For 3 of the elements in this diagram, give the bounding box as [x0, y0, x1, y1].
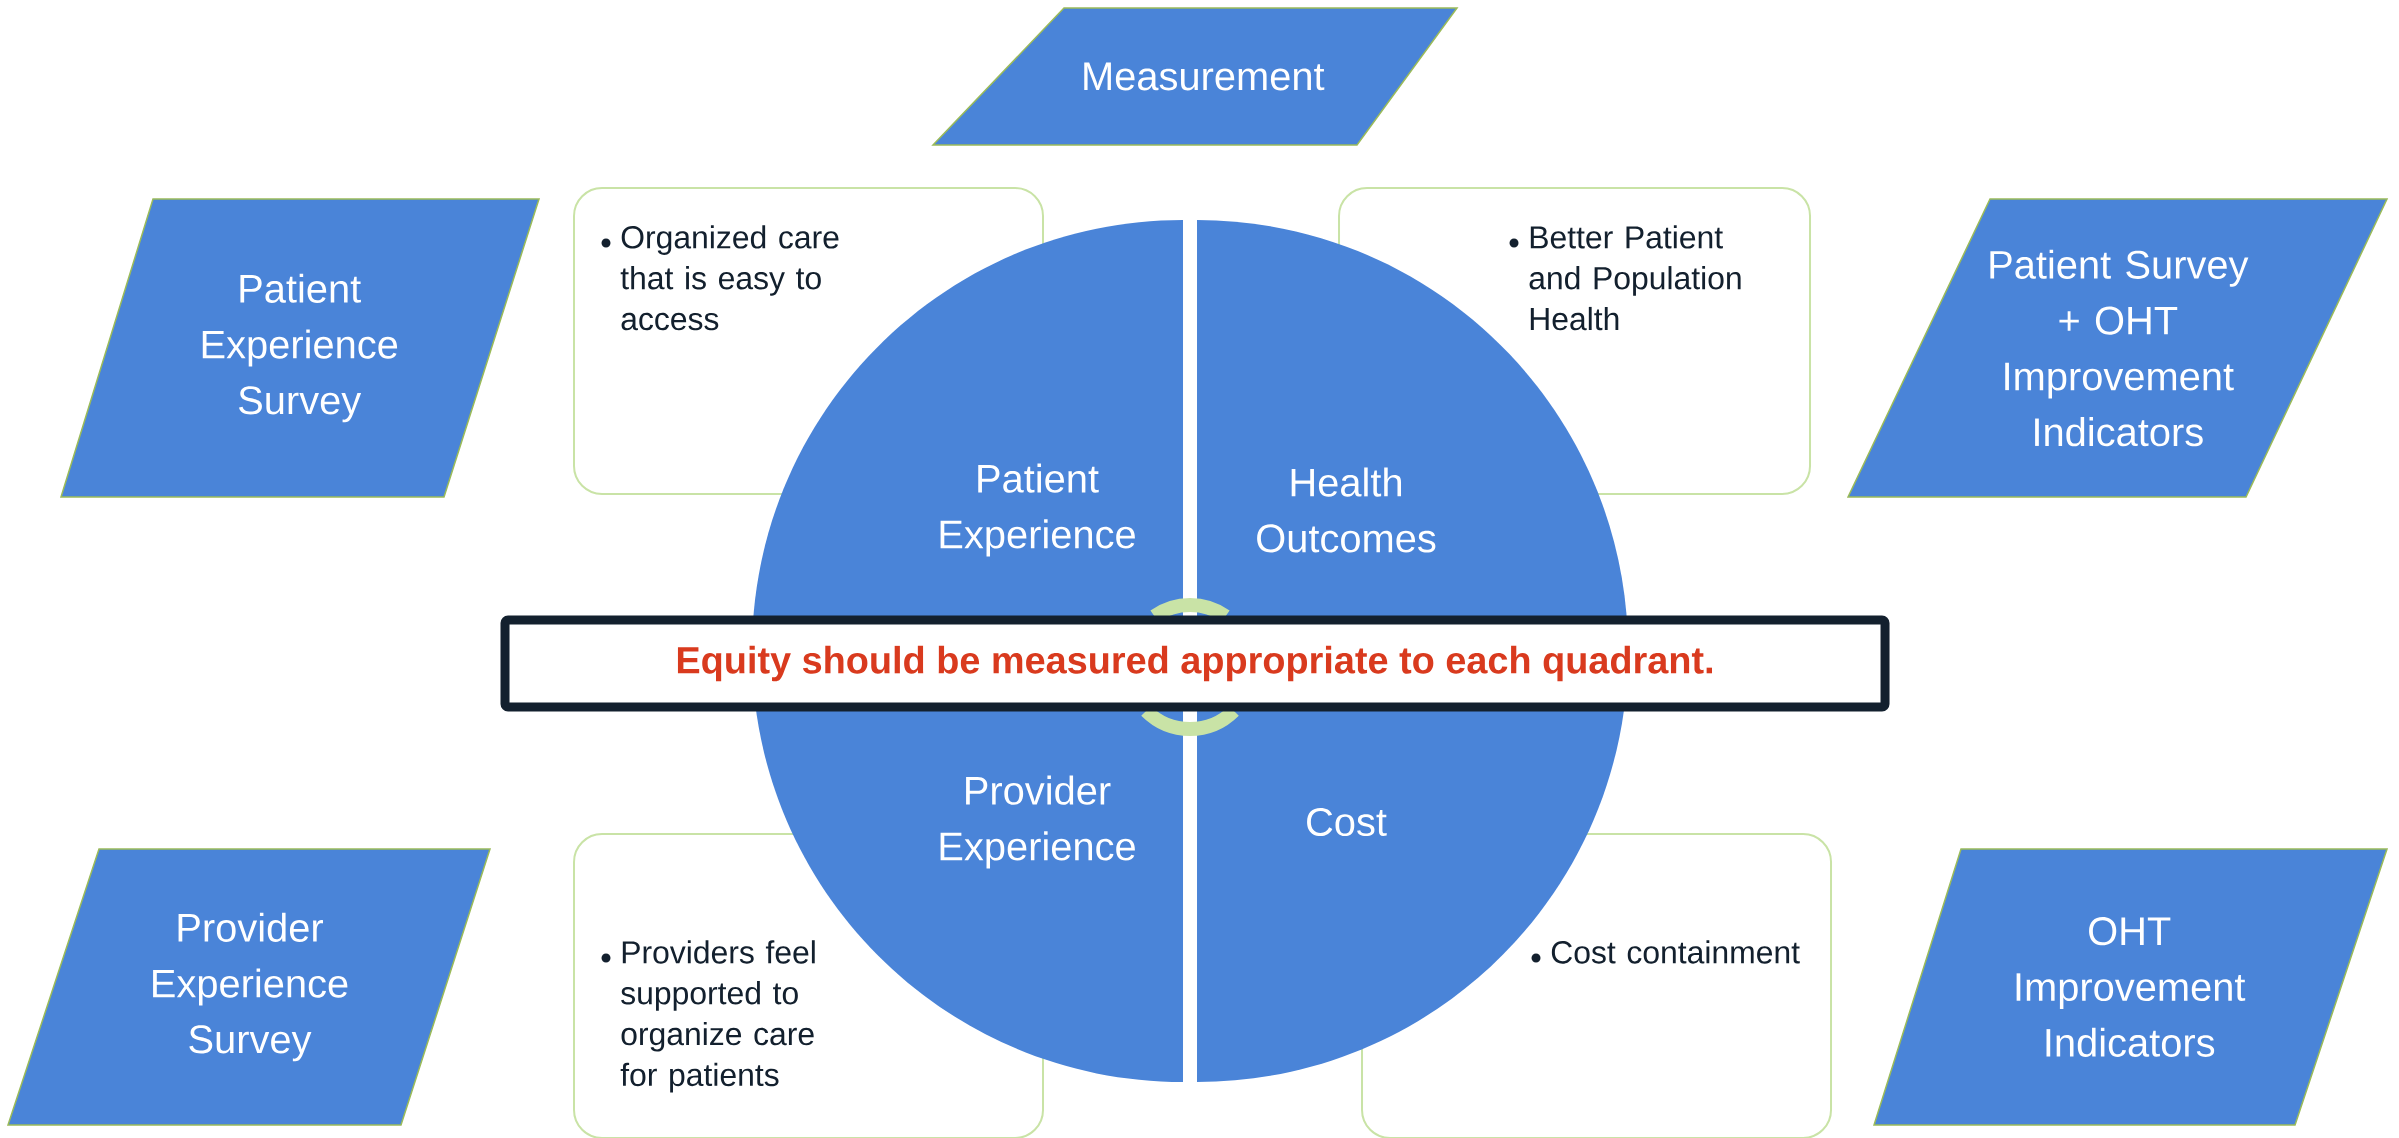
- note-banner: Equity should be measured appropriate to each quadrant.: [500, 615, 1890, 712]
- parallelogram: Patient Experience Survey: [60, 198, 541, 498]
- parallelogram: OHT Improvement Indicators: [1873, 848, 2389, 1126]
